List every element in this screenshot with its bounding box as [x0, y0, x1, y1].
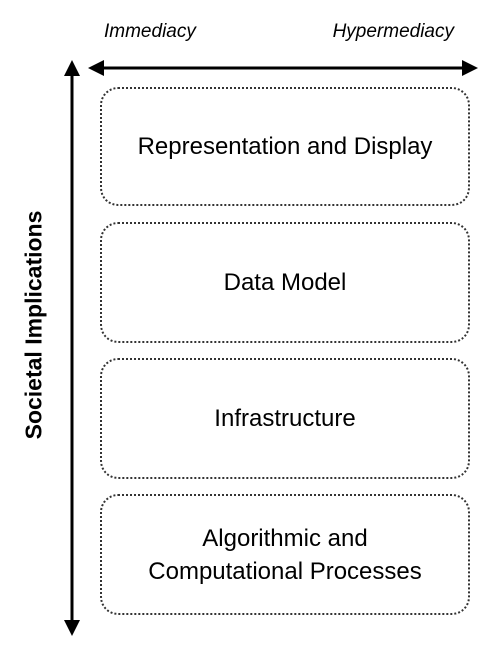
hypermediacy-label: Hypermediacy [332, 21, 454, 42]
immediacy-label: Immediacy [104, 21, 196, 42]
arrow-right-head-icon [462, 60, 478, 76]
arrow-left-head-icon [88, 60, 104, 76]
layer-representation-display: Representation and Display [100, 87, 470, 206]
arrow-down-head-icon [64, 620, 80, 636]
layer-label: Algorithmic and Computational Processes [148, 524, 422, 585]
layer-label: Representation and Display [137, 133, 433, 160]
layer-infrastructure: Infrastructure [100, 358, 470, 479]
arrow-up-head-icon [64, 60, 80, 76]
societal-implications-label: Societal Implications [20, 210, 47, 440]
layer-data-model: Data Model [100, 222, 470, 343]
layer-label: Data Model [223, 269, 347, 296]
layer-label: Infrastructure [214, 405, 356, 432]
layer-algorithmic-processes: Algorithmic and Computational Processes [100, 494, 470, 615]
